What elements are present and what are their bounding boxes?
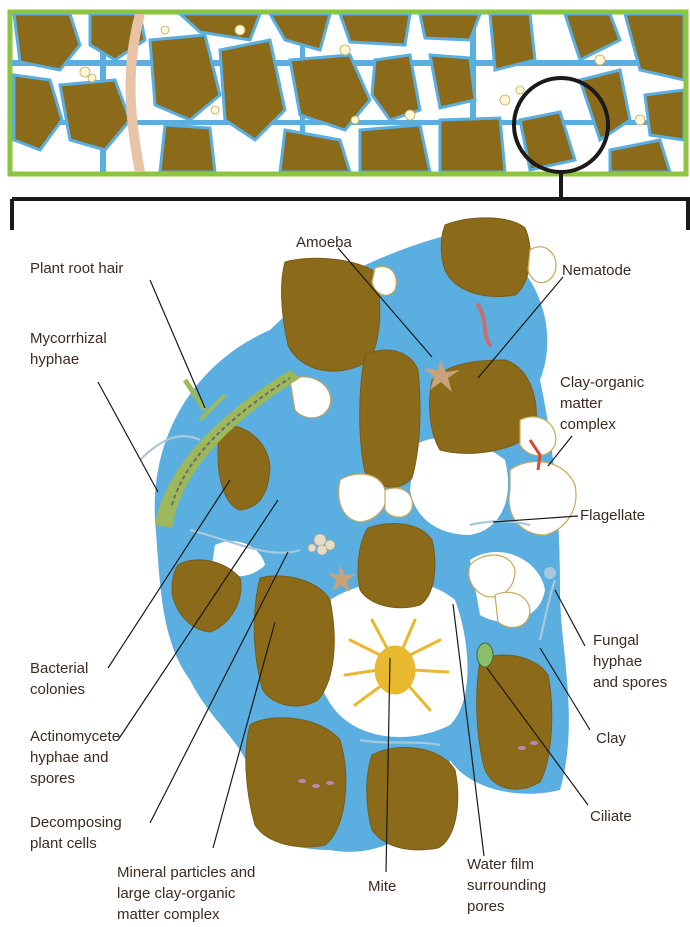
label-decomposing: Decomposing plant cells (30, 812, 122, 854)
zoom-bracket (12, 172, 690, 230)
spore (544, 567, 556, 579)
label-plant-root-hair: Plant root hair (30, 258, 123, 279)
label-ciliate: Ciliate (590, 806, 632, 827)
label-clay: Clay (596, 728, 626, 749)
label-water-film: Water film surrounding pores (467, 854, 546, 917)
label-amoeba: Amoeba (296, 232, 352, 253)
label-fungal: Fungal hyphae and spores (593, 630, 667, 693)
label-actinomycete: Actinomycete hyphae and spores (30, 726, 120, 789)
label-bacterial: Bacterial colonies (30, 658, 88, 700)
label-flagellate: Flagellate (580, 505, 645, 526)
ciliate-cell (477, 643, 493, 667)
soil-strip (10, 12, 686, 174)
label-mite: Mite (368, 876, 396, 897)
label-mycorrhizal-hyphae: Mycorrhizal hyphae (30, 328, 107, 370)
label-clay-organic: Clay-organic matter complex (560, 372, 644, 435)
label-nematode: Nematode (562, 260, 631, 281)
label-mineral: Mineral particles and large clay-organic… (117, 862, 255, 925)
